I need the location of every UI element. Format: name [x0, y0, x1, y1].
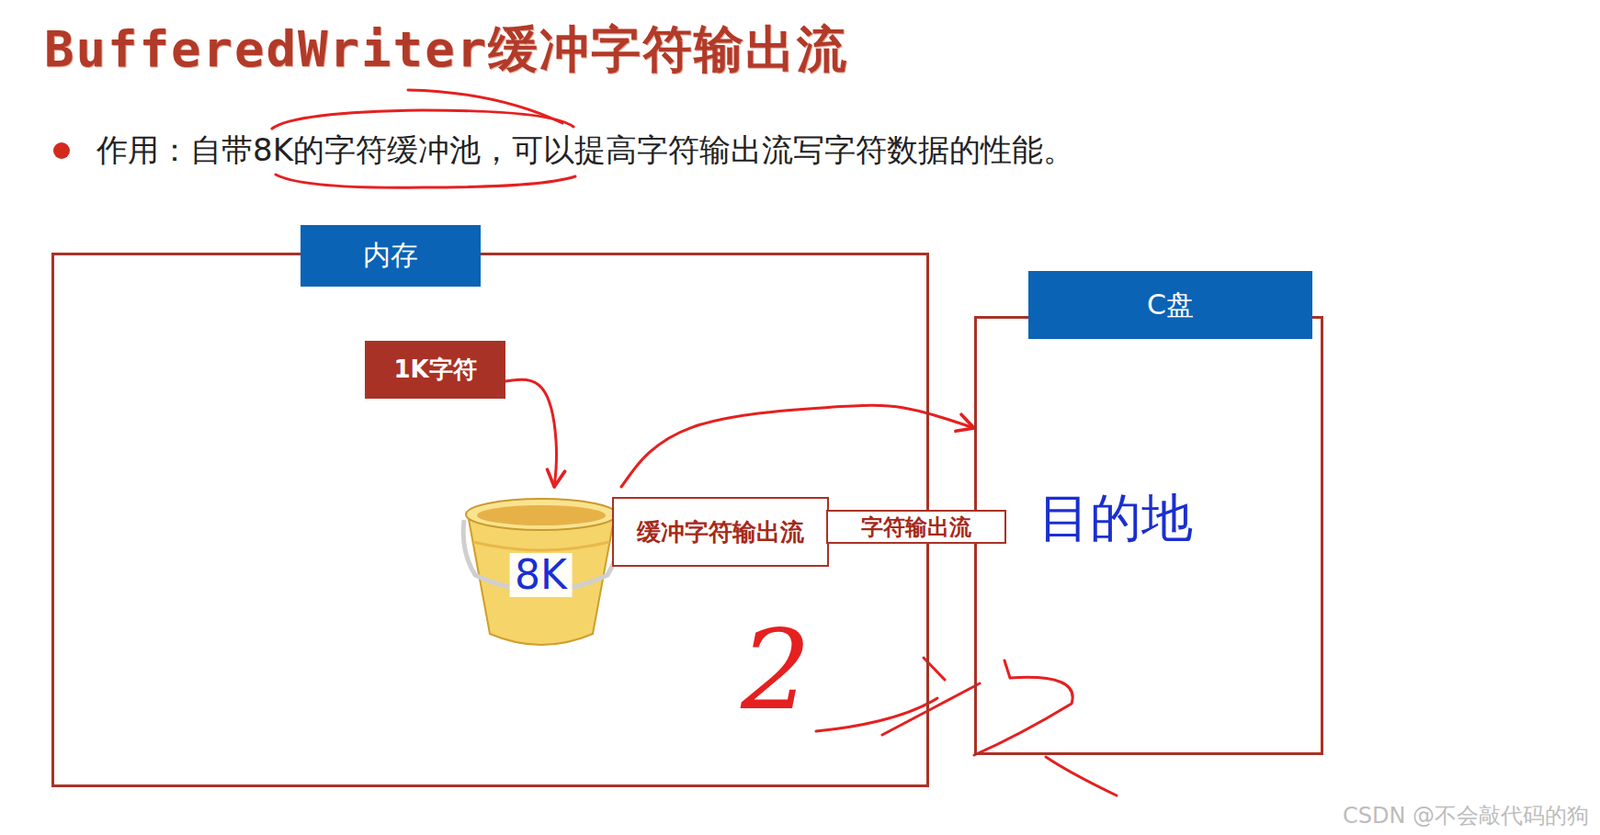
- region-heading: 内存: [300, 225, 481, 287]
- handwritten-number: 2: [740, 615, 811, 727]
- pen-stroke: [816, 698, 938, 732]
- pen-stroke: [974, 660, 1073, 756]
- stream-box: 缓冲字符输出流: [612, 497, 829, 568]
- bullet-dot: [53, 142, 70, 159]
- region-heading: C盘: [1028, 271, 1313, 340]
- hand-arrow: [621, 405, 975, 488]
- pen-stroke: [882, 683, 980, 736]
- bullet-text: 作用：自带8K的字符缓冲池，可以提高字符输出流写字符数据的性能。: [96, 131, 1075, 170]
- watermark: CSDN @不会敲代码的狗: [1342, 803, 1589, 830]
- pen-stroke: [1045, 757, 1117, 796]
- scribble: [272, 90, 1117, 796]
- data-box: 1K字符: [364, 340, 506, 399]
- pen-circle-bottom: [275, 174, 576, 188]
- box-label: 字符输出流: [861, 512, 972, 543]
- box-label: 缓冲字符输出流: [636, 516, 805, 549]
- buffer-bucket: 8K: [456, 487, 625, 651]
- bucket-rim: [465, 499, 617, 531]
- bucket-inside: [476, 505, 606, 526]
- bucket-band: [473, 542, 610, 551]
- buffer-size: 8K: [509, 553, 573, 598]
- slide-title: BufferedWriter缓冲字符输出流: [44, 20, 849, 80]
- box-label: 1K字符: [393, 353, 477, 386]
- handwritten-note: 目的地: [1038, 487, 1193, 549]
- stream-box: 字符输出流: [826, 510, 1007, 545]
- pen-stroke: [408, 90, 563, 124]
- pen-circle-top: [272, 110, 574, 129]
- hand-arrow: [505, 379, 557, 488]
